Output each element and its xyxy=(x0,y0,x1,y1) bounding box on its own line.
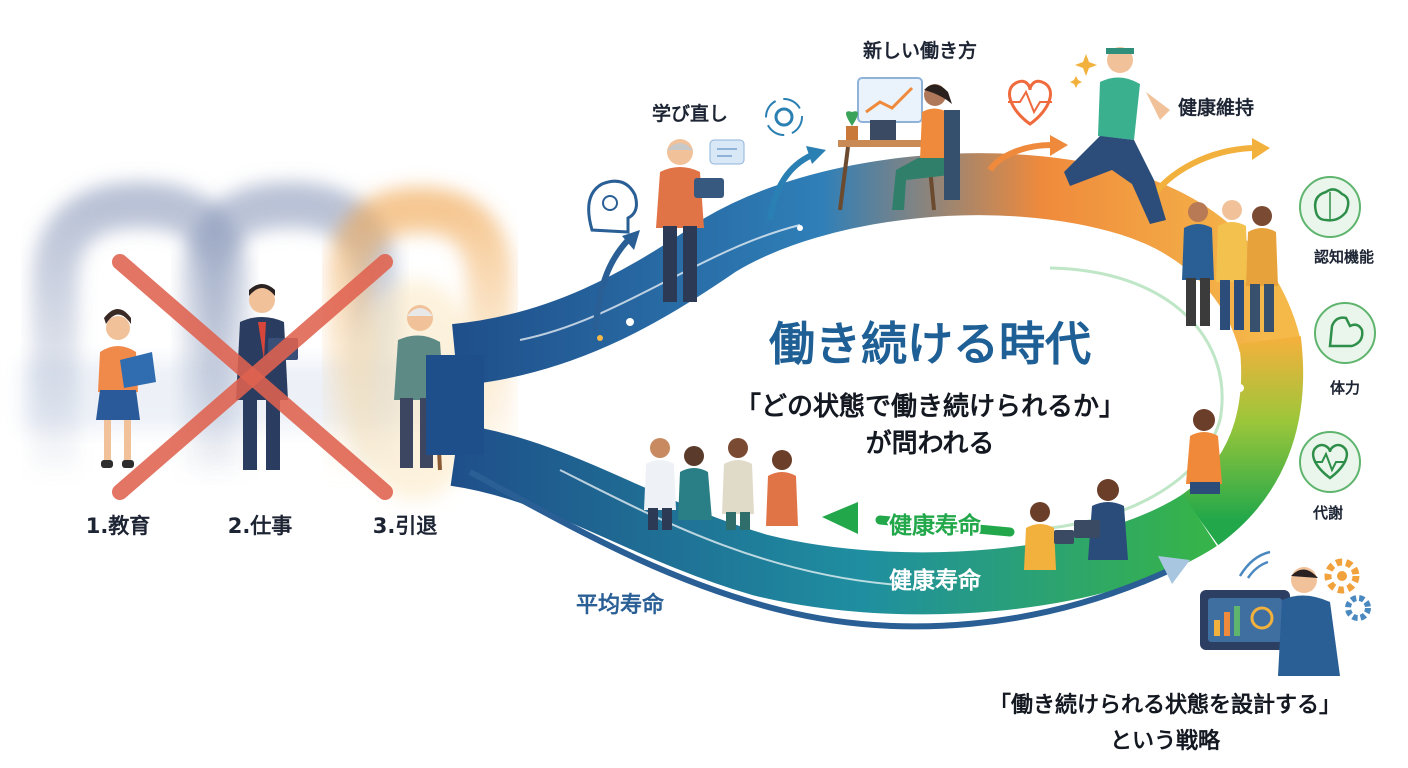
center-message: 働き続ける時代 「どの状態で働き続けられるか」 が問われる xyxy=(735,314,1125,459)
new-work-label: 新しい働き方 xyxy=(863,39,977,62)
average-life-label: 平均寿命 xyxy=(576,592,665,618)
average-life-line xyxy=(468,469,1172,630)
stage-label-education: 1.教育 xyxy=(86,514,151,538)
right-lower-figures xyxy=(1024,409,1222,570)
stage-arch-retire xyxy=(327,186,513,470)
gear-icon xyxy=(1345,595,1371,621)
arrow-left-icon xyxy=(822,502,858,534)
side-item-metabolism: 代謝 xyxy=(1299,431,1361,522)
stage-label-retire: 3.引退 xyxy=(373,514,438,538)
relearning-label: 学び直し xyxy=(652,102,728,125)
old-model-area: 1.教育 2.仕事 3.引退 xyxy=(20,181,513,538)
tablet-dashboard-icon xyxy=(1200,590,1290,650)
right-flow-band xyxy=(1181,336,1304,546)
strategy-area: 「働き続けられる状態を設計する」 という戦略 xyxy=(989,550,1371,754)
muscle-arm-icon xyxy=(1328,316,1364,348)
strategy-line1: 「働き続けられる状態を設計する」 xyxy=(989,692,1341,718)
remote-worker-figure-icon xyxy=(892,84,960,210)
center-question: 「どの状態で働き続けられるか」 xyxy=(735,391,1125,422)
lower-flow-band xyxy=(450,424,1217,615)
side-item-cognition: 認知機能 xyxy=(1299,176,1374,266)
side-label-cognition: 認知機能 xyxy=(1314,248,1374,266)
discussion-group-icon xyxy=(644,438,798,530)
stage-label-work: 2.仕事 xyxy=(228,514,293,538)
monitor-chart-icon xyxy=(857,77,923,123)
relearning-group: 学び直し xyxy=(587,98,803,302)
older-learner-figure-icon xyxy=(656,139,724,302)
runner-figure-icon xyxy=(1064,47,1170,224)
team-group-icon xyxy=(1182,200,1278,332)
strategy-line2: という戦略 xyxy=(1110,728,1221,754)
sparkle-icon xyxy=(1070,54,1097,88)
speech-bubble-icon xyxy=(709,139,745,165)
cross-mark-icon xyxy=(112,254,393,500)
heart-pulse-icon xyxy=(1008,79,1052,126)
gear-cycle-icon xyxy=(765,98,803,136)
plant-icon xyxy=(846,111,858,140)
health-label: 健康維持 xyxy=(1178,96,1254,119)
side-label-strength: 体力 xyxy=(1330,379,1360,397)
center-question-cont: が問われる xyxy=(866,428,995,459)
brain-icon xyxy=(1313,188,1350,222)
student-figure-icon xyxy=(96,309,156,468)
side-label-metabolism: 代謝 xyxy=(1312,504,1343,522)
side-item-strength: 体力 xyxy=(1314,302,1376,397)
heart-pulse-icon xyxy=(1311,443,1349,480)
gear-icon xyxy=(1324,558,1360,594)
signal-wave-icon xyxy=(1238,550,1271,579)
brain-head-icon xyxy=(587,179,638,234)
side-items: 認知機能 体力 代謝 xyxy=(1299,176,1376,522)
health-group: 健康維持 xyxy=(1064,47,1254,224)
center-title: 働き続ける時代 xyxy=(769,317,1091,371)
healthy-life-arrow xyxy=(875,515,1015,537)
new-work-group: 新しい働き方 xyxy=(838,39,1052,211)
analyst-figure-icon xyxy=(1278,567,1340,676)
healthy-life-label: 健康寿命 xyxy=(889,567,982,594)
healthy-life-arrow-label: 健康寿命 xyxy=(889,512,982,539)
